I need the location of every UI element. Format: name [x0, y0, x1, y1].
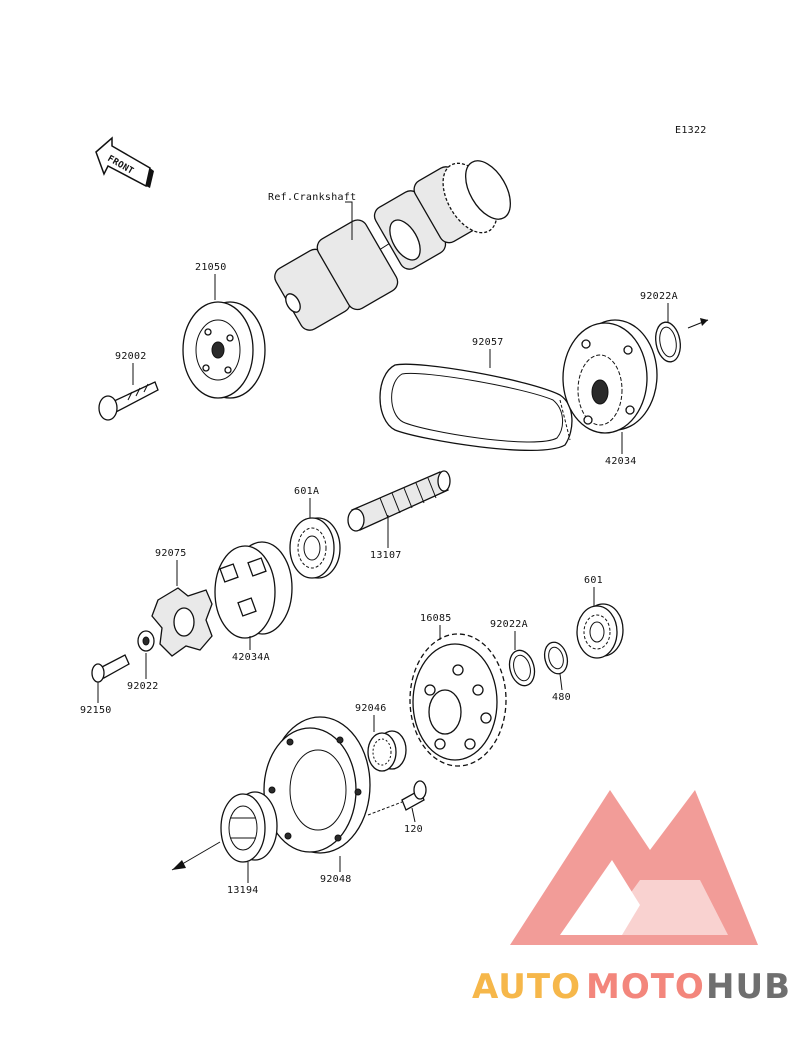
axis-arrow-icon	[171, 841, 221, 871]
label-92075: 92075	[155, 548, 187, 559]
label-13194: 13194	[227, 885, 259, 896]
part-92075	[151, 587, 213, 657]
part-21050	[182, 301, 266, 399]
label-120: 120	[404, 824, 423, 835]
part-601a	[289, 517, 341, 579]
crankshaft-label: Ref.Crankshaft	[268, 192, 357, 203]
label-92022a-top: 92022A	[640, 291, 678, 302]
part-92046	[367, 730, 407, 772]
ref-code: E1322	[675, 125, 707, 136]
label-21050: 21050	[195, 262, 227, 273]
part-480	[543, 641, 569, 675]
svg-text:MOTO: MOTO	[586, 967, 705, 1007]
part-92048	[263, 716, 371, 854]
front-arrow-icon: FRONT	[95, 136, 154, 188]
svg-text:HUB: HUB	[706, 967, 791, 1007]
part-92057	[379, 363, 573, 451]
svg-text:AUTO: AUTO	[472, 967, 581, 1007]
part-120	[401, 780, 427, 811]
label-92150: 92150	[80, 705, 112, 716]
part-92022	[137, 630, 155, 652]
label-42034: 42034	[605, 456, 637, 467]
label-601: 601	[584, 575, 603, 586]
part-92002	[98, 381, 159, 421]
part-92022a-top	[655, 318, 709, 363]
part-13194	[220, 791, 278, 863]
label-92022: 92022	[127, 681, 159, 692]
label-13107: 13107	[370, 550, 402, 561]
part-16085	[409, 633, 507, 767]
crankshaft-leader	[345, 201, 353, 240]
label-42034a: 42034A	[232, 652, 270, 663]
label-92022a-mid: 92022A	[490, 619, 528, 630]
label-16085: 16085	[420, 613, 452, 624]
part-92150	[91, 654, 130, 683]
label-601a: 601A	[294, 486, 319, 497]
label-92048: 92048	[320, 874, 352, 885]
part-601	[576, 603, 624, 659]
label-92046: 92046	[355, 703, 387, 714]
label-92057: 92057	[472, 337, 504, 348]
part-42034	[562, 319, 658, 434]
watermark-text: AUTO MOTO HUB	[472, 967, 791, 1007]
part-92022a-mid	[508, 649, 536, 687]
crankshaft	[274, 160, 511, 331]
part-13107	[347, 470, 451, 532]
label-92002: 92002	[115, 351, 147, 362]
label-480: 480	[552, 692, 571, 703]
part-42034a	[214, 541, 293, 639]
watermark-logo	[510, 790, 758, 945]
